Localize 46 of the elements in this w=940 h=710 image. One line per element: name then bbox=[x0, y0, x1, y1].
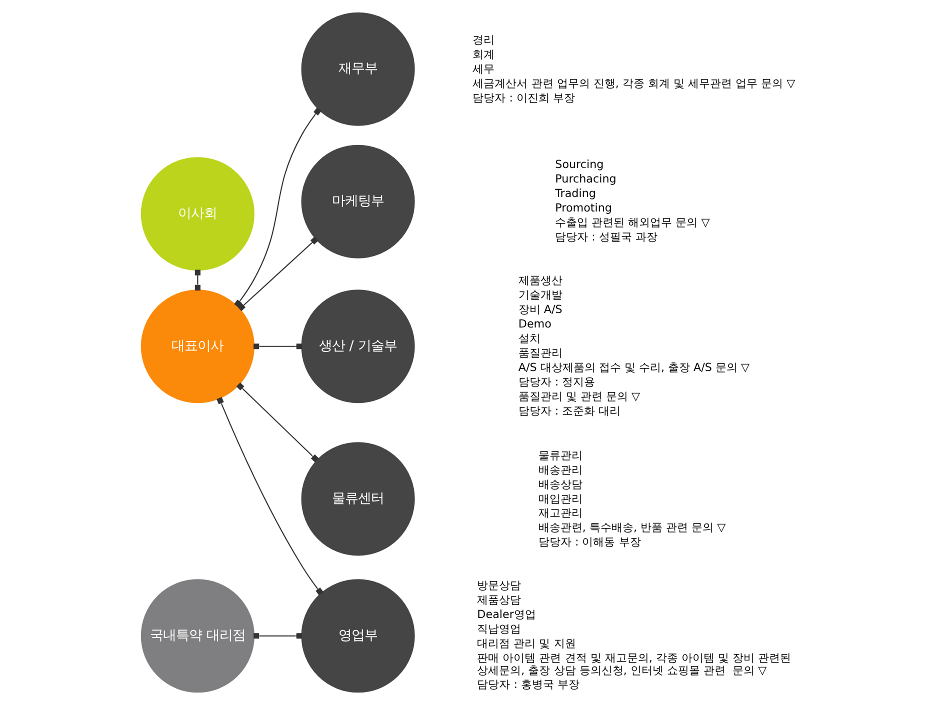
node-label: Purchacing bbox=[554, 172, 616, 186]
node-label: 담당자 : 성필국 과장 bbox=[554, 230, 657, 244]
node-label: 품질관리 및 관련 문의 ▽ bbox=[518, 390, 640, 403]
connector bbox=[236, 382, 318, 462]
node-label: 제품생산 bbox=[518, 274, 562, 288]
node-label: 장비 A/S bbox=[518, 302, 562, 316]
node-label: 대리점 관리 및 지원 bbox=[476, 637, 576, 650]
node-circle: 생산 / 기술부 bbox=[300, 290, 414, 404]
node-label: Dealer영업 bbox=[476, 608, 536, 622]
node-label: 직납영업 bbox=[476, 622, 521, 636]
node-label: Promoting bbox=[554, 202, 612, 215]
node-label: 방문상담 bbox=[476, 579, 521, 592]
node-label: 제품상담 bbox=[476, 594, 521, 607]
node-label: 배송관리 bbox=[538, 463, 582, 476]
node-label: 회계 bbox=[472, 48, 494, 61]
connector bbox=[237, 236, 318, 312]
connector bbox=[234, 108, 321, 308]
node-label: 수출입 관련된 해외업무 문의 ▽ bbox=[554, 216, 710, 230]
node-circle: 영업부 bbox=[300, 579, 414, 693]
node-label: A/S 대상제품의 접수 및 수리, 출장 A/S 문의 ▽ bbox=[518, 360, 750, 374]
node-circle: 재무부 bbox=[300, 12, 414, 126]
node-label: 배송상담 bbox=[538, 478, 582, 491]
node-label: 담당자 : 이진희 부장 bbox=[472, 91, 575, 104]
node-label: 담당자 : 조준화 대리 bbox=[518, 404, 620, 418]
node-label: 매입관리 bbox=[538, 492, 582, 506]
node-label: 담당자 : 홍병국 부장 bbox=[476, 678, 580, 692]
node-label: Sourcing bbox=[554, 158, 604, 172]
node-label: 설치 bbox=[518, 332, 540, 345]
node-label: 재고관리 bbox=[538, 506, 582, 520]
node-label: 물류관리 bbox=[538, 448, 582, 462]
node-label: 세금계산서 관련 업무의 진행, 각종 회계 및 세무관련 업무 문의 ▽ bbox=[472, 76, 795, 90]
node-label: 배송관련, 특수배송, 반품 관련 문의 ▽ bbox=[538, 521, 726, 534]
node-label: 담당자 : 정지용 bbox=[518, 375, 595, 388]
node-circle: 국내특약 대리점 bbox=[140, 579, 254, 693]
node-circle: 이사회 bbox=[140, 157, 254, 271]
node-label: Trading bbox=[554, 187, 596, 200]
connector bbox=[216, 397, 323, 596]
node-label: 담당자 : 이해동 부장 bbox=[538, 536, 640, 549]
node-label: 기술개발 bbox=[518, 288, 562, 302]
node-label: 세무 bbox=[472, 62, 494, 76]
node-label: Demo bbox=[518, 317, 551, 330]
node-circle: 물류센터 bbox=[300, 442, 414, 556]
node-label: 판매 아이템 관련 견적 및 재고문의, 각종 아이템 및 장비 관련된 상세문의, 출장 상담 등의신청, 인터넷 쇼핑몰 관련 문의 ▽ bbox=[476, 651, 791, 677]
node-label: 경리 bbox=[472, 33, 494, 46]
node-label: 품질관리 bbox=[518, 346, 562, 360]
node-circle: 마케팅부 bbox=[300, 144, 414, 258]
